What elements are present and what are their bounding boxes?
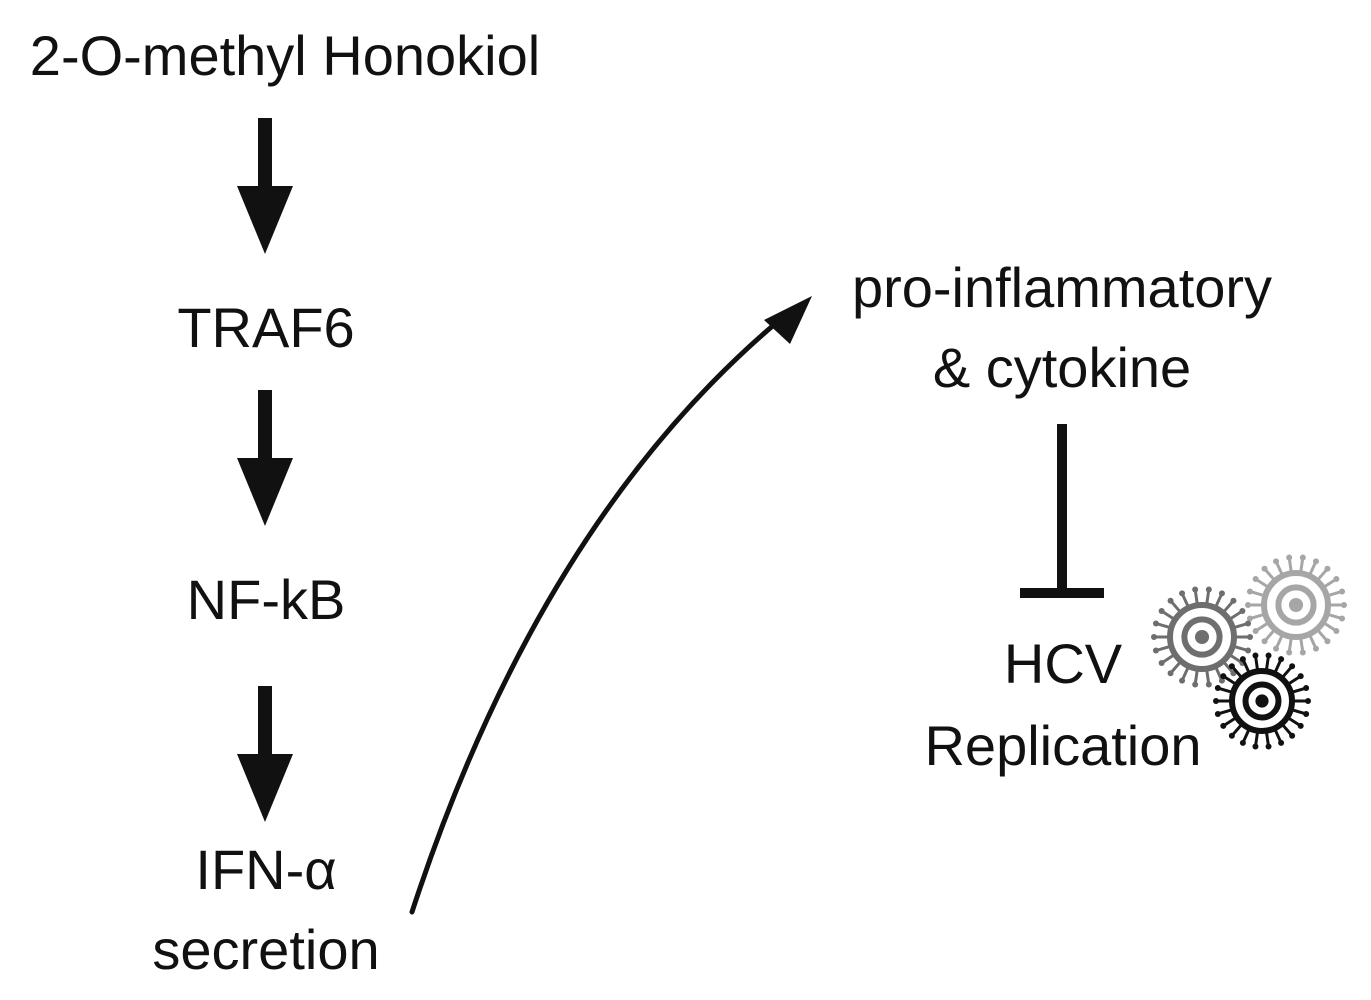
inhibition-bar-icon (1020, 424, 1104, 598)
hcv-label: HCV (1003, 632, 1123, 695)
curved-arrow-icon (409, 296, 812, 915)
virus-icon (1151, 586, 1253, 688)
pro-inflammatory-label: pro-inflammatory (851, 256, 1273, 319)
virus-icon (1245, 554, 1347, 656)
nfkb-label: NF-kB (186, 568, 346, 631)
compound-label: 2-O-methyl Honokiol (29, 24, 541, 87)
cytokine-label: & cytokine (932, 336, 1192, 399)
ifn-label: IFN-α (195, 838, 337, 901)
down-arrow-icon (237, 390, 293, 526)
traf6-label: TRAF6 (177, 296, 355, 359)
secretion-label: secretion (152, 918, 380, 981)
replication-label: Replication (924, 714, 1202, 777)
down-arrow-icon (237, 686, 293, 822)
down-arrow-icon (237, 118, 293, 254)
virus-cluster (1151, 554, 1347, 750)
virus-icon (1213, 652, 1311, 750)
